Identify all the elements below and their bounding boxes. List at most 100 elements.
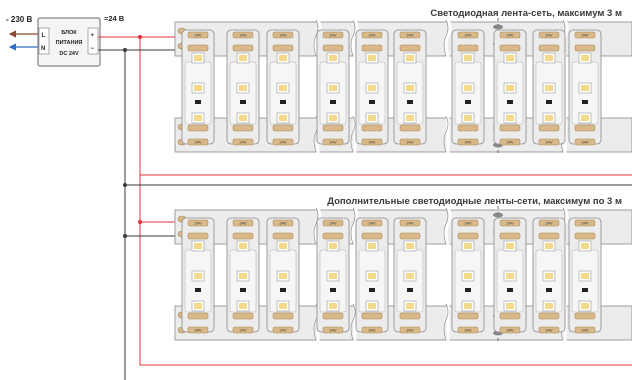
solder-pad — [457, 219, 479, 227]
solder-pad — [574, 232, 596, 240]
solder-pad — [187, 138, 209, 146]
led-emitter — [194, 55, 202, 61]
led-emitter — [239, 243, 247, 249]
pad-voltage-label: 24V — [329, 220, 336, 225]
pad-voltage-label: 24V — [545, 220, 552, 225]
led-emitter — [506, 273, 514, 279]
led-emitter — [194, 85, 202, 91]
solder-pad — [538, 326, 560, 334]
pad-voltage-label: 24V — [506, 327, 513, 332]
led-emitter — [329, 243, 337, 249]
pad-voltage-label: 24V — [329, 32, 336, 37]
solder-pad — [399, 44, 421, 52]
solder-pad — [272, 138, 294, 146]
solder-pad — [457, 326, 479, 334]
strip-cut-gap — [444, 207, 452, 342]
led-emitter — [329, 85, 337, 91]
solder-pad — [232, 124, 254, 132]
led-strip-net-2: 24V24V24V24V24V24V24V24V24V24V24V24V24V2… — [174, 206, 632, 344]
strip-cut-edge — [350, 19, 356, 57]
solder-pad — [361, 312, 383, 320]
led-emitter — [406, 115, 414, 121]
solder-pad — [399, 31, 421, 39]
resistor — [407, 288, 413, 292]
resistor — [330, 100, 336, 104]
led-emitter — [329, 115, 337, 121]
led-segment-column: 24V 24V — [532, 217, 566, 334]
psu-minus-terminal: − — [91, 46, 95, 52]
led-emitter — [406, 55, 414, 61]
led-emitter — [194, 243, 202, 249]
resistor — [507, 288, 513, 292]
pad-voltage-label: 24V — [406, 327, 413, 332]
solder-pad — [322, 124, 344, 132]
pad-voltage-label: 24V — [194, 32, 201, 37]
resistor — [280, 100, 286, 104]
led-emitter — [545, 303, 553, 309]
strip-cut-gap — [351, 19, 359, 154]
strip-cut-edge — [350, 207, 356, 245]
led-emitter — [406, 243, 414, 249]
solder-pad — [499, 312, 521, 320]
led-strip-net-1: 24V24V24V24V24V24V24V24V24V24V24V24V24V2… — [174, 18, 632, 156]
pad-voltage-label: 24V — [279, 32, 286, 37]
resistor — [369, 100, 375, 104]
solder-pad — [272, 232, 294, 240]
resistor — [195, 288, 201, 292]
led-emitter — [545, 115, 553, 121]
pad-voltage-label: 24V — [239, 327, 246, 332]
led-emitter — [239, 115, 247, 121]
solder-pad — [272, 124, 294, 132]
strip1-title: Светодиодная лента-сеть, максимум 3 м — [430, 8, 622, 19]
led-emitter — [194, 115, 202, 121]
solder-pad — [538, 138, 560, 146]
solder-pad — [187, 44, 209, 52]
solder-pad — [272, 312, 294, 320]
strip-cut-edge — [443, 303, 449, 341]
pad-voltage-label: 24V — [406, 220, 413, 225]
pad-voltage-label: 24V — [368, 327, 375, 332]
solder-pad — [361, 326, 383, 334]
strip-cut-mark — [493, 24, 503, 30]
resistor — [582, 288, 588, 292]
pad-voltage-label: 24V — [239, 32, 246, 37]
solder-pad — [399, 312, 421, 320]
led-emitter — [464, 115, 472, 121]
psu-l-terminal: L — [42, 33, 46, 39]
pad-voltage-label: 24V — [545, 327, 552, 332]
pad-voltage-label: 24V — [506, 32, 513, 37]
solder-pad — [322, 44, 344, 52]
solder-pad — [574, 312, 596, 320]
solder-pad — [457, 232, 479, 240]
led-emitter — [545, 273, 553, 279]
pad-voltage-label: 24V — [194, 220, 201, 225]
resistor — [369, 288, 375, 292]
led-emitter — [506, 55, 514, 61]
resistor — [330, 288, 336, 292]
led-emitter — [581, 273, 589, 279]
solder-pad — [322, 138, 344, 146]
solder-pad — [232, 326, 254, 334]
solder-pad — [361, 44, 383, 52]
solder-pad — [574, 138, 596, 146]
solder-pad — [361, 31, 383, 39]
solder-pad — [322, 312, 344, 320]
pad-voltage-label: 24V — [368, 139, 375, 144]
strip-cut-edge — [443, 207, 449, 245]
led-emitter — [329, 55, 337, 61]
led-emitter — [581, 85, 589, 91]
led-emitter — [368, 55, 376, 61]
led-emitter — [194, 273, 202, 279]
solder-pad — [187, 124, 209, 132]
strip-cut-edge — [313, 207, 319, 245]
pad-voltage-label: 24V — [194, 139, 201, 144]
led-emitter — [581, 303, 589, 309]
resistor — [546, 100, 552, 104]
solder-pad — [399, 138, 421, 146]
